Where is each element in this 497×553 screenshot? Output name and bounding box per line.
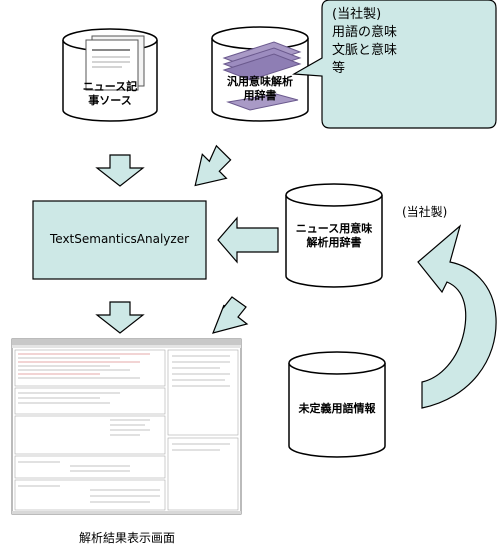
result-screen-thumbnail <box>11 338 242 515</box>
result-screen-caption: 解析結果表示画面 <box>78 531 175 545</box>
news-dictionary-label: ニュース用意味 解析用辞書 <box>295 222 373 249</box>
callout-box <box>291 0 497 129</box>
arrow-left-news-dictionary <box>217 216 279 264</box>
news-source-store <box>62 28 158 122</box>
arrow-down-news-source <box>95 154 145 187</box>
arrow-down-output <box>95 301 145 334</box>
callout-text: (当社製) 用語の意味 文脈と意味 等 <box>332 7 398 76</box>
undefined-terms-label: 未定義用語情報 <box>298 402 376 415</box>
arrow-down-general-dictionary <box>194 144 232 187</box>
arrow-down-right-output <box>212 296 249 334</box>
analyzer-box <box>32 200 207 280</box>
news-source-label: ニュース記 事ソース <box>82 80 138 107</box>
general-dictionary-label: 汎用意味解析 用辞書 <box>227 75 293 102</box>
news-dictionary-store <box>285 183 383 288</box>
newspaper-icon <box>85 35 145 91</box>
analyzer-label: TextSemanticsAnalyzer <box>49 232 190 246</box>
magazine-stack-icon <box>222 41 302 111</box>
feedback-curved-arrow <box>417 224 497 409</box>
own-product-annotation: (当社製) <box>402 205 448 219</box>
general-dictionary-store <box>211 26 309 122</box>
undefined-terms-store <box>288 351 386 458</box>
